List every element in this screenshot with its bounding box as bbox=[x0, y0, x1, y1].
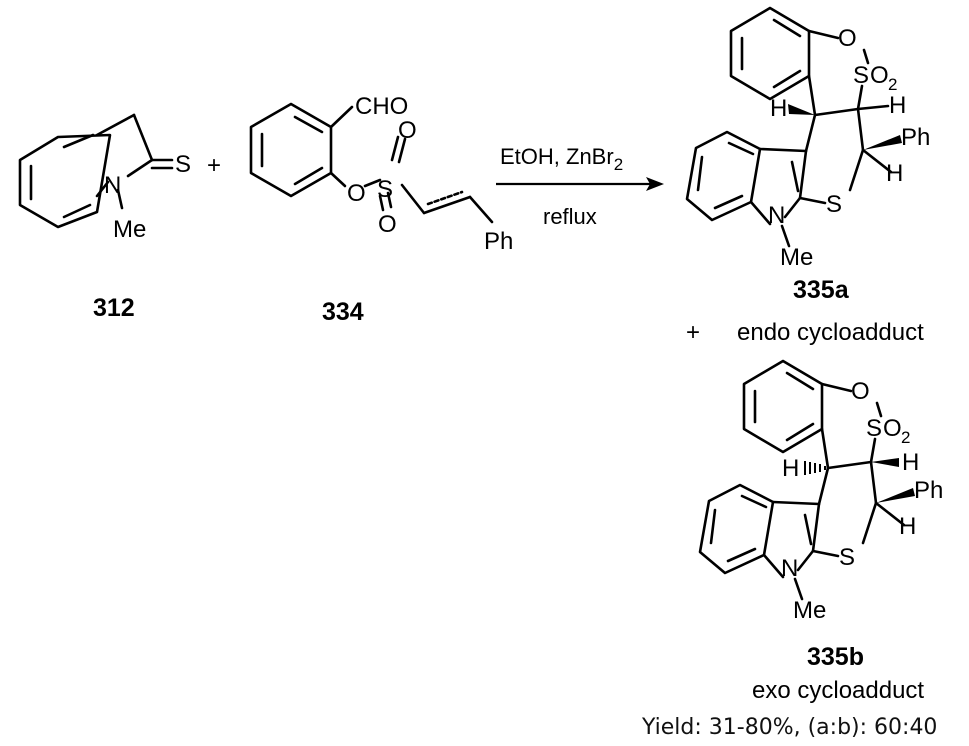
condition-line-2: reflux bbox=[543, 204, 597, 229]
atom-335a-N: N bbox=[768, 202, 785, 229]
atom-335a-O2-subscript: 2 bbox=[888, 75, 897, 94]
wedge-335b-h-right bbox=[871, 458, 899, 467]
atom-312-Me: Me bbox=[113, 216, 146, 243]
atom-335a-Ph: Ph bbox=[901, 124, 930, 151]
atom-335a-O: O bbox=[838, 25, 857, 52]
atom-334-CHO: CHO bbox=[355, 93, 408, 120]
condition-reagents: EtOH, ZnBr bbox=[500, 144, 614, 169]
exo-cycloadduct-note: exo cycloadduct bbox=[752, 677, 924, 704]
atom-334-Ph: Ph bbox=[484, 228, 513, 255]
molecule-335b-bonds bbox=[698, 359, 906, 601]
atom-335b-H-right: H bbox=[902, 449, 919, 476]
molecule-334: CHO O S O O Ph 334 bbox=[249, 93, 513, 326]
molecule-335b: O S O 2 H H Ph H S N Me 335b bbox=[698, 359, 943, 671]
atom-335a-H-left: H bbox=[770, 95, 787, 122]
wedge-335a-h-left bbox=[788, 104, 815, 115]
atom-335a-Me: Me bbox=[780, 244, 813, 271]
wedge-335a-ph bbox=[863, 135, 902, 150]
atom-335b-H-lower: H bbox=[899, 513, 916, 540]
compound-label-334: 334 bbox=[322, 298, 364, 326]
atom-334-O-top: O bbox=[398, 117, 417, 144]
atom-335b-S: S bbox=[866, 415, 882, 442]
molecule-312-bonds bbox=[18, 113, 174, 229]
atom-335b-H-left: H bbox=[782, 455, 799, 482]
condition-line-1: EtOH, ZnBr2 bbox=[500, 144, 623, 174]
compound-label-312: 312 bbox=[93, 294, 135, 322]
atom-335b-S-ring: S bbox=[839, 544, 855, 571]
atom-335b-Me: Me bbox=[793, 597, 826, 624]
atom-335b-O: O bbox=[851, 378, 870, 405]
molecule-334-bonds bbox=[249, 102, 494, 224]
atom-335a-S-ring: S bbox=[826, 191, 842, 218]
atom-335b-O2: O bbox=[883, 415, 902, 442]
atom-334-O-ester: O bbox=[347, 180, 366, 207]
atom-334-O-bottom: O bbox=[378, 211, 397, 238]
atom-335b-O2-subscript: 2 bbox=[901, 428, 910, 447]
hash-bond-335b-h-left bbox=[804, 461, 826, 475]
yield-text: Yield: 31-80%, (a:b): 60:40 bbox=[641, 715, 937, 740]
molecule-335a-bonds bbox=[685, 6, 893, 248]
atom-312-N: N bbox=[104, 172, 121, 199]
atom-335a-O2: O bbox=[870, 62, 889, 89]
plus-sign-reactants: + bbox=[207, 152, 221, 179]
atom-312-S: S bbox=[175, 151, 191, 178]
plus-sign-products: + bbox=[686, 319, 700, 346]
atom-335a-H-lower: H bbox=[886, 160, 903, 187]
compound-label-335a: 335a bbox=[793, 276, 850, 304]
atom-335b-Ph: Ph bbox=[914, 477, 943, 504]
compound-label-335b: 335b bbox=[807, 643, 864, 671]
reaction-arrow bbox=[496, 177, 664, 191]
condition-subscript: 2 bbox=[614, 155, 623, 174]
wedge-335b-ph bbox=[876, 488, 915, 503]
atom-335a-S: S bbox=[853, 62, 869, 89]
atom-335a-H-right: H bbox=[889, 92, 906, 119]
atom-334-S: S bbox=[377, 176, 393, 203]
atom-335b-N: N bbox=[781, 555, 798, 582]
molecule-312: S N Me 312 bbox=[18, 113, 191, 322]
molecule-335a: O S O 2 H H Ph H S N Me 335a bbox=[685, 6, 930, 304]
endo-cycloadduct-note: endo cycloadduct bbox=[737, 319, 924, 346]
